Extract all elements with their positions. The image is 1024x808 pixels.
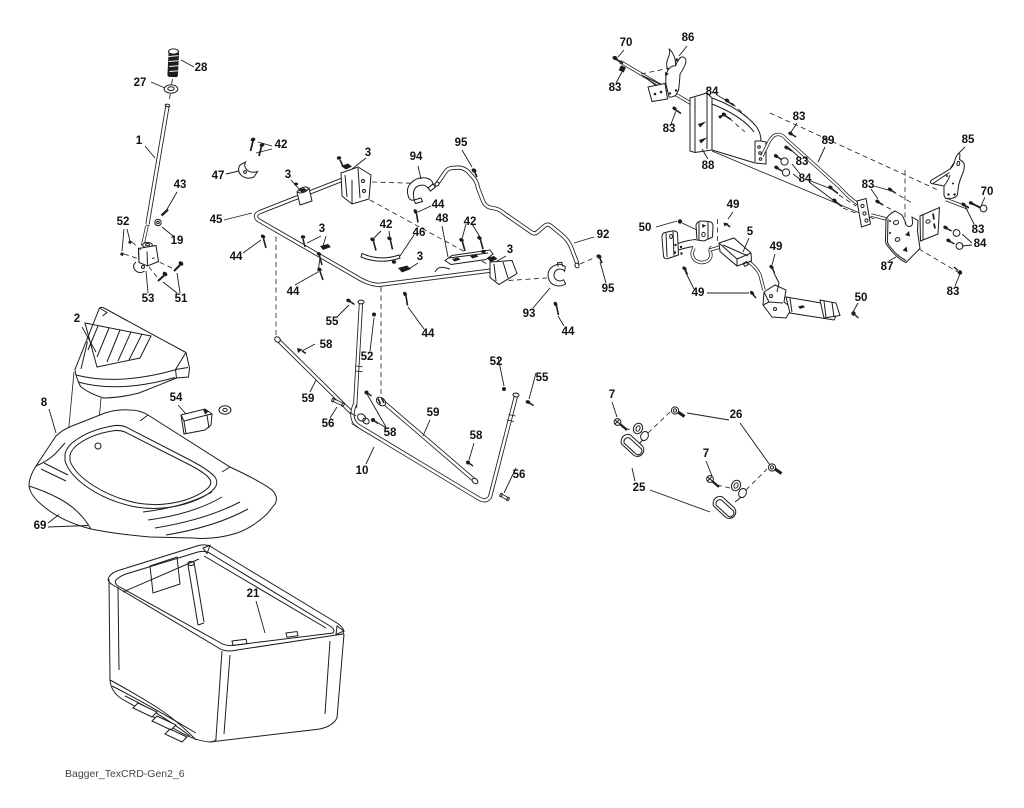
svg-text:83: 83 bbox=[793, 111, 806, 123]
svg-text:52: 52 bbox=[361, 351, 374, 363]
svg-text:50: 50 bbox=[639, 222, 652, 234]
svg-text:44: 44 bbox=[422, 328, 435, 340]
svg-text:27: 27 bbox=[134, 77, 147, 89]
svg-text:84: 84 bbox=[974, 238, 987, 250]
svg-text:49: 49 bbox=[770, 241, 783, 253]
svg-text:69: 69 bbox=[34, 520, 47, 532]
svg-text:42: 42 bbox=[464, 216, 477, 228]
svg-text:Bagger_TexCRD-Gen2_6: Bagger_TexCRD-Gen2_6 bbox=[65, 768, 185, 780]
svg-text:44: 44 bbox=[562, 326, 575, 338]
svg-text:89: 89 bbox=[822, 135, 835, 147]
svg-text:56: 56 bbox=[322, 418, 335, 430]
svg-text:58: 58 bbox=[320, 339, 333, 351]
svg-text:83: 83 bbox=[796, 156, 809, 168]
svg-text:3: 3 bbox=[417, 251, 423, 263]
svg-text:85: 85 bbox=[962, 134, 975, 146]
svg-text:42: 42 bbox=[380, 219, 393, 231]
svg-text:48: 48 bbox=[436, 213, 449, 225]
svg-text:45: 45 bbox=[210, 214, 223, 226]
svg-text:83: 83 bbox=[663, 123, 676, 135]
svg-text:93: 93 bbox=[523, 308, 536, 320]
svg-text:92: 92 bbox=[597, 229, 610, 241]
svg-text:55: 55 bbox=[326, 316, 339, 328]
svg-text:58: 58 bbox=[470, 430, 483, 442]
svg-text:7: 7 bbox=[703, 448, 709, 460]
svg-text:28: 28 bbox=[195, 62, 208, 74]
svg-text:84: 84 bbox=[799, 173, 812, 185]
svg-text:50: 50 bbox=[855, 292, 868, 304]
svg-text:95: 95 bbox=[455, 137, 468, 149]
svg-text:3: 3 bbox=[319, 223, 325, 235]
svg-text:3: 3 bbox=[285, 169, 291, 181]
svg-text:70: 70 bbox=[981, 186, 994, 198]
svg-text:94: 94 bbox=[410, 151, 423, 163]
svg-text:54: 54 bbox=[170, 392, 183, 404]
svg-text:3: 3 bbox=[507, 244, 513, 256]
svg-text:83: 83 bbox=[947, 286, 960, 298]
svg-text:52: 52 bbox=[490, 356, 503, 368]
svg-text:70: 70 bbox=[620, 37, 633, 49]
svg-text:10: 10 bbox=[356, 465, 369, 477]
svg-text:21: 21 bbox=[247, 588, 260, 600]
svg-text:7: 7 bbox=[609, 389, 615, 401]
svg-text:5: 5 bbox=[747, 226, 754, 238]
svg-text:52: 52 bbox=[117, 216, 130, 228]
svg-text:58: 58 bbox=[384, 427, 397, 439]
svg-text:43: 43 bbox=[174, 179, 187, 191]
svg-text:88: 88 bbox=[702, 160, 715, 172]
svg-text:44: 44 bbox=[432, 199, 445, 211]
svg-text:26: 26 bbox=[730, 409, 743, 421]
svg-text:25: 25 bbox=[633, 482, 646, 494]
svg-text:83: 83 bbox=[862, 179, 875, 191]
svg-text:56: 56 bbox=[513, 469, 526, 481]
svg-text:95: 95 bbox=[602, 283, 615, 295]
svg-text:46: 46 bbox=[413, 227, 426, 239]
svg-text:53: 53 bbox=[142, 293, 155, 305]
svg-text:84: 84 bbox=[706, 86, 719, 98]
svg-text:59: 59 bbox=[427, 407, 440, 419]
svg-text:47: 47 bbox=[212, 170, 225, 182]
svg-text:19: 19 bbox=[171, 235, 184, 247]
svg-text:87: 87 bbox=[881, 261, 894, 273]
svg-text:49: 49 bbox=[727, 199, 740, 211]
svg-text:59: 59 bbox=[302, 393, 315, 405]
svg-text:42: 42 bbox=[275, 139, 288, 151]
svg-text:83: 83 bbox=[609, 82, 622, 94]
svg-text:51: 51 bbox=[175, 293, 188, 305]
svg-text:8: 8 bbox=[41, 397, 48, 409]
svg-text:49: 49 bbox=[692, 287, 705, 299]
svg-text:86: 86 bbox=[682, 32, 695, 44]
svg-text:44: 44 bbox=[287, 286, 300, 298]
svg-text:2: 2 bbox=[74, 313, 80, 325]
svg-text:55: 55 bbox=[536, 372, 549, 384]
svg-text:44: 44 bbox=[230, 251, 243, 263]
svg-text:1: 1 bbox=[136, 135, 143, 147]
svg-text:83: 83 bbox=[972, 224, 985, 236]
svg-text:3: 3 bbox=[365, 147, 371, 159]
